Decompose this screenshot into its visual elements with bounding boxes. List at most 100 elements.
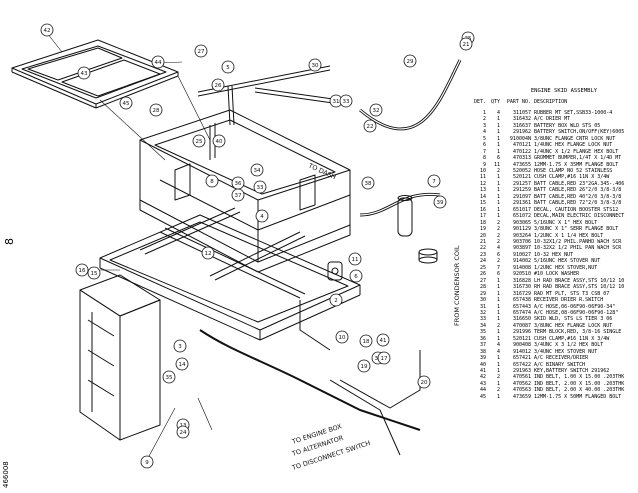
balloon-circle xyxy=(329,293,343,307)
balloon-circle xyxy=(255,209,269,223)
balloon-number: 17 xyxy=(381,356,388,362)
qty-cell: 1 xyxy=(496,329,500,336)
qty-cell: 2 xyxy=(496,238,500,245)
qty-cell: 4 xyxy=(496,348,500,355)
qty-cell: 1 xyxy=(496,335,500,342)
qty-cell: 1 xyxy=(496,213,500,220)
det-cell: 6 xyxy=(482,142,486,149)
det-cell: 14 xyxy=(479,193,486,200)
det-cell: 10 xyxy=(479,167,486,174)
det-cell: 16 xyxy=(479,206,486,213)
description-cell: RUBBER MT SET,SSB33-1000-4 xyxy=(534,109,613,116)
det-cell: 26 xyxy=(479,271,486,278)
qty-cell: 1 xyxy=(496,148,500,155)
qty-cell: 1 xyxy=(496,277,500,284)
balloon-circle xyxy=(212,134,226,148)
balloon-number: 14 xyxy=(179,362,186,368)
balloon-number: 34 xyxy=(254,168,261,174)
part-number-cell: 657474 xyxy=(512,309,531,316)
balloon-circle xyxy=(361,176,375,190)
description-cell: 10-32 HEX NUT xyxy=(534,251,574,258)
part-number-cell: 316828 xyxy=(512,277,531,284)
balloon-number: 28 xyxy=(153,108,160,114)
det-cell: 21 xyxy=(479,238,486,245)
description-cell: 1/4UNC HEX FLANGE LOCK NUT xyxy=(534,142,613,149)
qty-cell: 2 xyxy=(496,387,500,394)
balloon-number: 27 xyxy=(198,49,205,55)
balloon-circle xyxy=(363,119,377,133)
description-cell: 3/4UNC X 3 1/2 HEX BOLT xyxy=(534,342,604,349)
part-number-cell: 470313 xyxy=(512,155,531,162)
part-number-cell: 520121 xyxy=(512,174,531,181)
qty-cell: 1 xyxy=(496,174,500,181)
balloon-circle xyxy=(339,94,353,108)
qty-cell: 1 xyxy=(496,142,500,149)
qty-cell: 1 xyxy=(496,180,500,187)
qty-cell: 4 xyxy=(496,342,500,349)
balloon-number: 4 xyxy=(260,214,264,220)
description-cell: A/C DRIER MT xyxy=(534,116,571,123)
balloon-number: 43 xyxy=(81,71,88,77)
qty-cell: 6 xyxy=(496,155,500,162)
to-dash-label: TO DASH xyxy=(306,161,337,181)
part-number-cell: 291361 xyxy=(512,200,531,207)
qty-cell: 2 xyxy=(496,219,500,226)
header-qty: QTY xyxy=(490,99,500,106)
det-cell: 40 xyxy=(479,361,486,368)
description-cell: BATT CABLE,RED 26"2/0 3/8-3/8 xyxy=(534,187,622,194)
balloon-circle xyxy=(376,333,390,347)
qty-cell: 7 xyxy=(496,264,500,271)
balloon-circle xyxy=(221,60,235,74)
qty-cell: 2 xyxy=(496,374,500,381)
receiver-drier xyxy=(397,195,438,264)
balloon-number: 38 xyxy=(365,181,372,187)
balloon-number: 45 xyxy=(123,101,130,107)
qty-cell: 4 xyxy=(496,245,500,252)
qty-cell: 2 xyxy=(496,167,500,174)
qty-cell: 1 xyxy=(496,284,500,291)
balloon-circle xyxy=(231,188,245,202)
qty-cell: 11 xyxy=(493,161,500,168)
part-number-cell: 903897 xyxy=(512,245,531,252)
qty-cell: 1 xyxy=(496,309,500,316)
part-number-cell: 470122 xyxy=(512,148,531,155)
balloon-number: 41 xyxy=(380,338,387,344)
part-number-cell: 316650 xyxy=(512,316,531,323)
balloon-number: 30 xyxy=(312,63,319,69)
description-cell: 1/4UNC X 1/2 FLANGE HEX BOLT xyxy=(534,148,619,155)
part-number-cell: 316730 xyxy=(512,284,531,291)
part-number-cell: 901129 xyxy=(512,226,531,233)
part-number-cell: 473655 xyxy=(512,161,531,168)
balloon-number: 36 xyxy=(235,181,242,187)
qty-cell: 1 xyxy=(496,187,500,194)
qty-cell: 2 xyxy=(496,226,500,233)
qty-cell: 1 xyxy=(496,135,500,142)
description-cell: 3/8UNC FLANGE CNTR LOCK NUT xyxy=(534,135,616,142)
balloon-circle xyxy=(427,174,441,188)
part-number-cell: 470561 xyxy=(512,374,531,381)
parts-list-title: ENGINE SKID ASSEMBLY xyxy=(530,88,598,94)
balloon-number: 22 xyxy=(367,124,374,130)
description-cell: HOSE CLAMP NO 52 STAINLESS xyxy=(534,167,613,174)
header-part-no: PART NO. xyxy=(506,99,531,106)
balloon-number: 9 xyxy=(145,460,149,466)
det-cell: 1 xyxy=(482,109,486,116)
det-cell: 19 xyxy=(479,226,486,233)
det-cell: 32 xyxy=(479,309,486,316)
description-cell: GROMMET BUMPER,1/4T X 1/4D MT xyxy=(534,155,622,162)
